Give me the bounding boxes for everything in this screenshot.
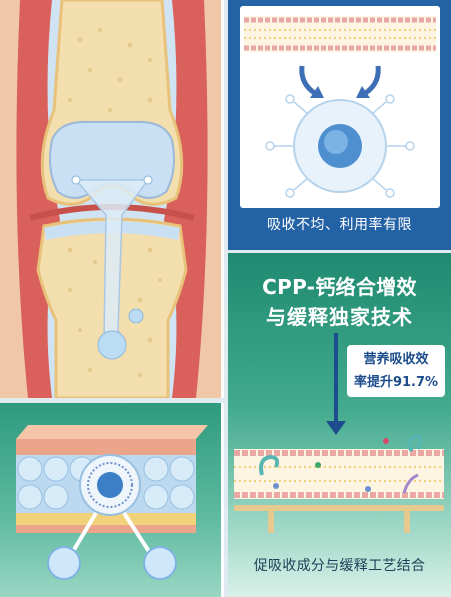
droplet-small [128,308,144,324]
membrane-caption: 吸收不均、利用率有限 [267,217,412,233]
knee-joint-illustration [0,0,224,398]
tech-caption: 促吸收成分与缓释工艺结合 [253,558,426,574]
badge-line2: 率提升91.7% [353,375,439,390]
tissue-drawing [16,425,208,580]
tech-drawing [234,333,444,533]
calcium-particle [265,94,415,198]
membrane-drawing [244,16,436,198]
cartilage [49,120,175,199]
droplet-bulb [97,330,127,360]
released-droplet-left [47,546,81,580]
bone-texture-bottom [67,247,162,377]
membrane-with-channels [234,434,444,533]
bone-texture-top [68,28,153,138]
slow-release-capsule [79,454,141,516]
down-arrow-right-icon [362,65,381,97]
released-droplet-right [143,546,177,580]
tech-title-line1: CPP-钙络合增效 [262,275,417,299]
absorption-badge: 营养吸收效 率提升91.7% [347,345,445,397]
uneven-absorption-panel: 吸收不均、利用率有限 [228,0,451,250]
tissue-top [16,425,208,439]
absorption-card [240,6,440,208]
tissue-release-panel [0,403,224,597]
cell-membrane [244,16,436,52]
left-muscle [16,0,60,398]
technology-panel: CPP-钙络合增效 与缓释独家技术 营养吸收效 率提升91.7% 促吸收成分与缓… [228,253,451,597]
right-muscle [164,0,208,398]
down-arrow-left-icon [299,65,318,97]
badge-line1: 营养吸收效 [363,352,429,367]
knee-joint-drawing [0,0,221,398]
tech-title-line2: 与缓释独家技术 [266,305,413,329]
